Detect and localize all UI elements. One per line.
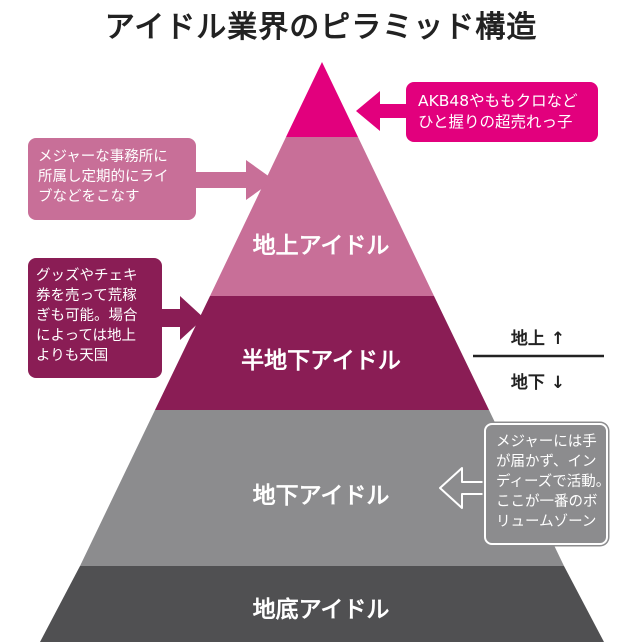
callout-line: メジャーな事務所に (38, 149, 168, 165)
callout-line: グッズやチェキ (36, 268, 138, 284)
pyramid-underground-tier (80, 410, 564, 566)
callout-line: によっては地上 (36, 328, 137, 344)
tier-label-bottom: 地底アイドル (252, 597, 390, 623)
tier-label-underground: 地下アイドル (252, 483, 390, 509)
tier-label-major: 地上アイドル (252, 233, 390, 259)
callout-line: ブなどをこなす (38, 189, 140, 205)
callout-semi-underground-tier: グッズやチェキ 券を売って荒稼 ぎも可能。場合 によっては地上 よりも天国 (28, 258, 162, 378)
diagram-title: アイドル業界のピラミッド構造 (104, 10, 538, 45)
major-callout-pointer (190, 160, 274, 200)
pyramid-bottom-tier (40, 566, 604, 642)
below-ground-label: 地下 ↓ (510, 373, 566, 393)
semi-callout-pointer (158, 296, 204, 340)
callout-line: よりも天国 (36, 348, 109, 364)
callout-line: 所属し定期的にライ (38, 169, 169, 185)
callout-underground-tier: メジャーには手 が届かず、イン ディーズで活動。 ここが一番のボ リュームゾーン (484, 423, 611, 545)
callout-line: ここが一番のボ (496, 494, 598, 510)
underground-callout-pointer (439, 467, 489, 509)
callout-top-tier: AKB48やももクロなど ひと握りの超売れっ子 (406, 82, 598, 142)
callout-line: 券を売って荒稼 (36, 288, 137, 304)
top-callout-pointer (356, 91, 410, 131)
callout-line: が届かず、イン (496, 454, 597, 470)
callout-major-tier: メジャーな事務所に 所属し定期的にライ ブなどをこなす (28, 138, 196, 220)
tier-label-semi-underground: 半地下アイドル (241, 348, 401, 374)
callout-line: ディーズで活動。 (496, 474, 611, 490)
callout-line: AKB48やももクロなど (418, 92, 578, 110)
callout-line: ぎも可能。場合 (36, 308, 138, 324)
pyramid-semi-underground-tier (155, 296, 489, 410)
above-ground-label: 地上 ↑ (510, 329, 566, 349)
callout-line: メジャーには手 (496, 434, 597, 450)
callout-line: ひと握りの超売れっ子 (418, 113, 573, 131)
callout-line: リュームゾーン (496, 514, 597, 530)
pyramid-top-tier (286, 62, 358, 137)
pyramid-major-tier (210, 137, 434, 296)
